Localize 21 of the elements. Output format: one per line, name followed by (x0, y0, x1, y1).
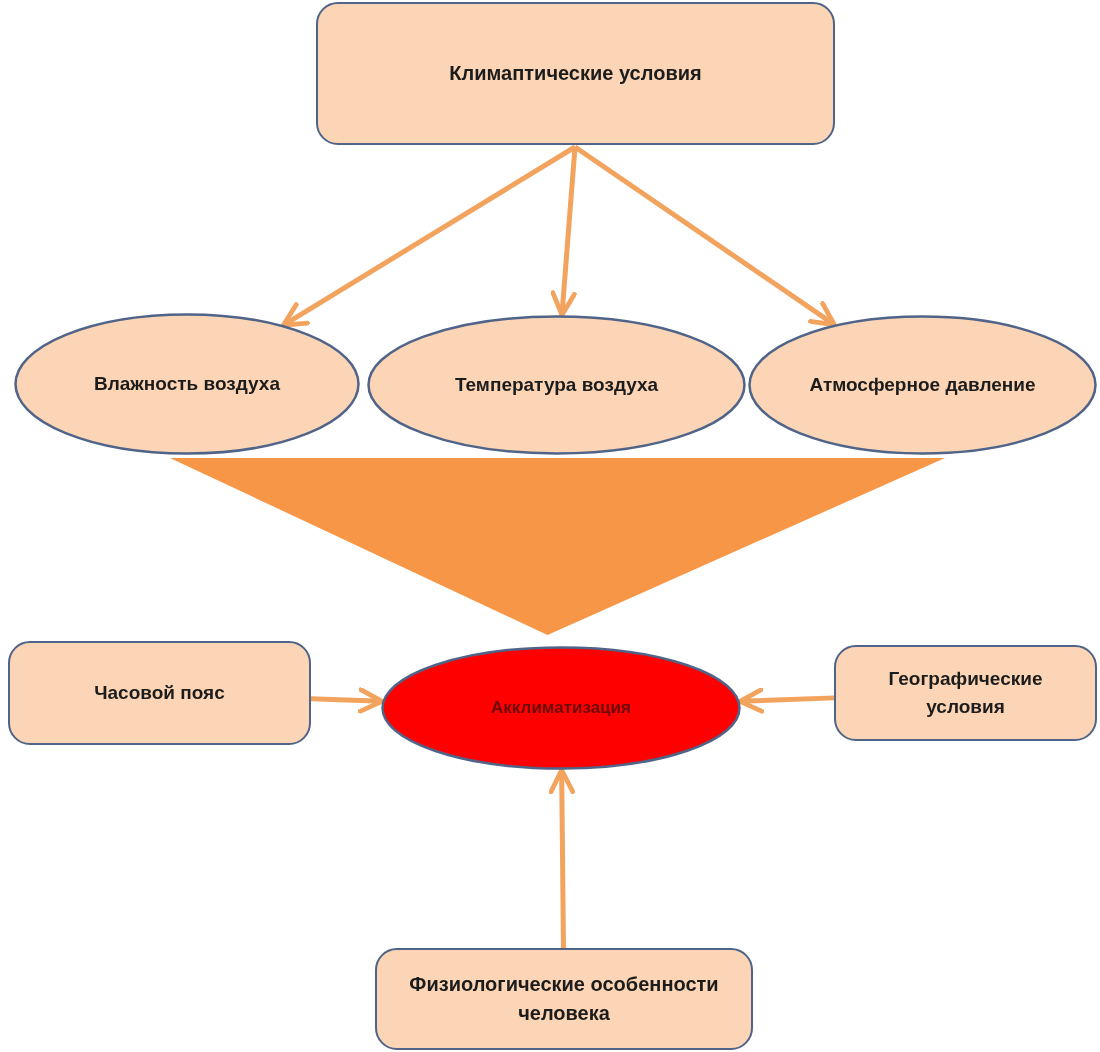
arrow (281, 144, 577, 328)
arrow (310, 687, 385, 714)
ellipse-node (381, 646, 741, 770)
node-label: Температура воздуха (454, 373, 659, 398)
process-box (316, 2, 835, 145)
ellipse-node (367, 315, 746, 455)
node-label: Климаптические условия (449, 61, 702, 86)
ellipse-node (14, 313, 360, 455)
node-label: Атмосферное давление (809, 373, 1036, 398)
node-label: Акклиматизация (491, 696, 631, 719)
process-box (834, 645, 1097, 741)
arrow (737, 687, 835, 714)
funnel-triangle (170, 458, 945, 635)
arrow (573, 144, 837, 327)
process-box (8, 641, 311, 745)
process-box (375, 948, 753, 1050)
node-label: Влажность воздуха (94, 372, 280, 397)
node-label: Часовой пояс (94, 681, 225, 706)
ellipse-node (748, 315, 1097, 455)
node-label: Географические условия (887, 667, 1044, 719)
node-label: Физиологические особенности человека (408, 972, 720, 1026)
